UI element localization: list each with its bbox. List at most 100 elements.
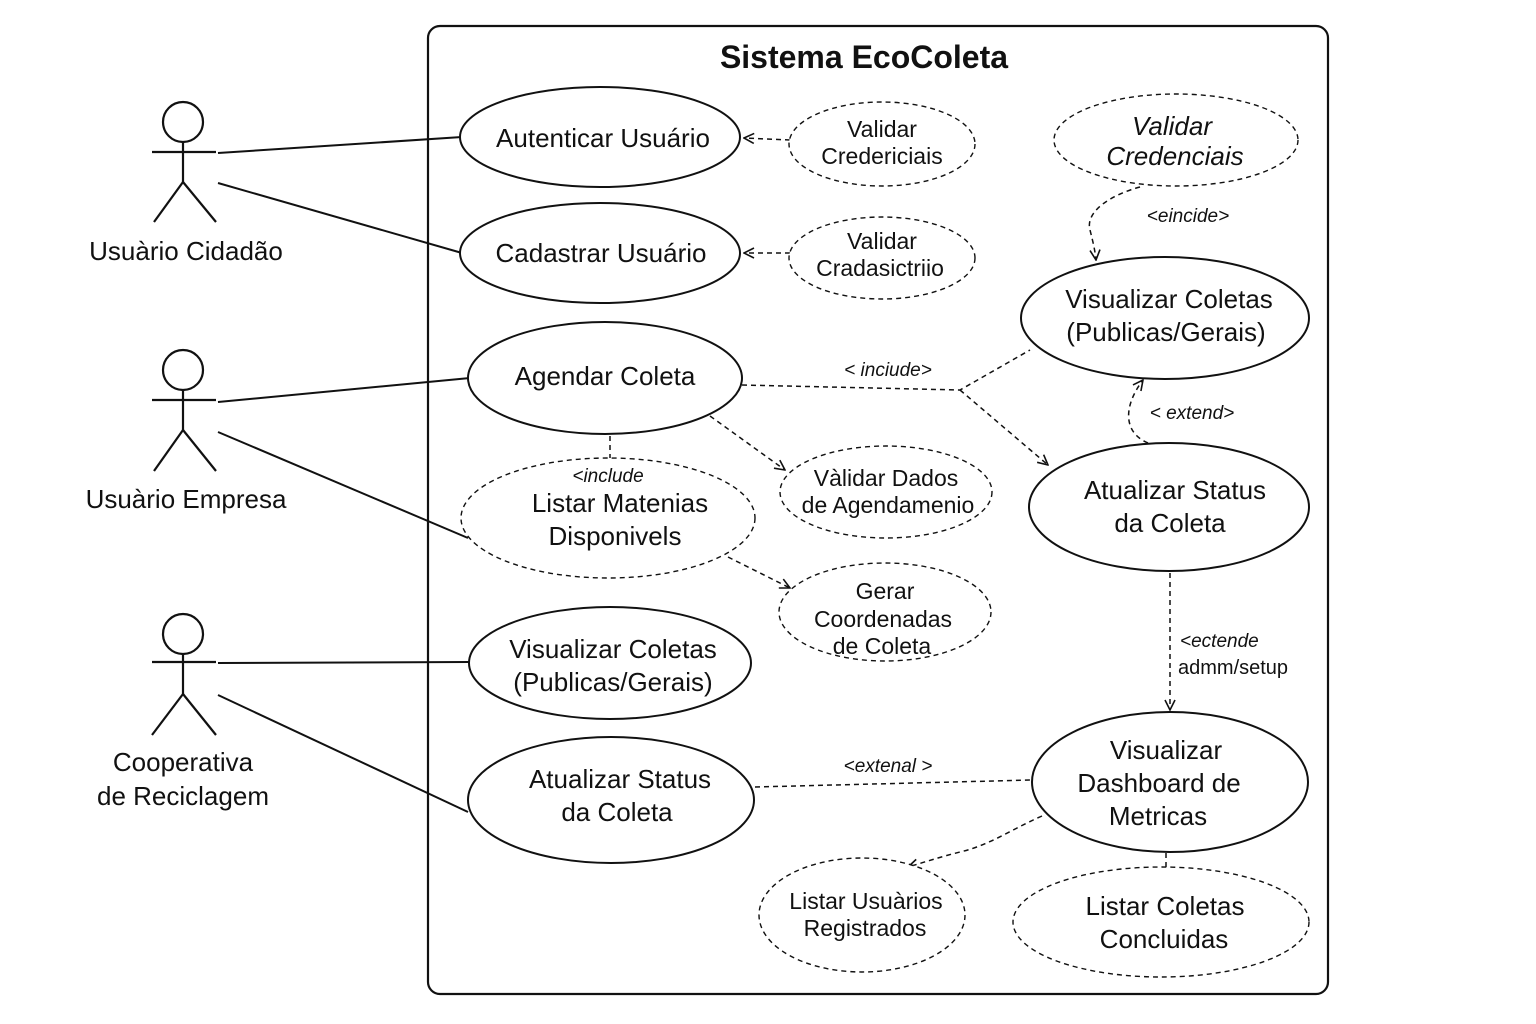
use-case-shape: [779, 445, 993, 539]
actor-head: [161, 612, 205, 656]
use-case-label: Agendar Coleta: [515, 361, 696, 391]
use-case-cadastrar-usuario[interactable]: Cadastrar Usuário: [459, 202, 741, 304]
include-arrow-agendar-to-validar-dados: [709, 415, 785, 470]
stereotype-extend-right: < extend>: [1150, 403, 1235, 424]
association-cidadao-autenticar: [217, 136, 463, 154]
use-case-atualizar-status-cooperativa[interactable]: Atualizar Status da Coleta: [467, 736, 755, 864]
actor-head: [161, 348, 205, 392]
use-case-visualizar-coletas-cooperativa[interactable]: Visualizar Coletas (Publicas/Gerais): [468, 606, 752, 720]
use-case-label-line2: Credericiais: [821, 143, 942, 169]
use-case-shape: [778, 562, 992, 662]
use-case-autenticar-usuario[interactable]: Autenticar Usuário: [459, 86, 741, 188]
use-case-shape: [758, 857, 966, 973]
actor-label: Usuàrio Cidadão: [89, 236, 283, 266]
use-case-label-line1: Listar Matenias: [532, 488, 708, 518]
use-case-shape: [1028, 442, 1310, 572]
use-case-atualizar-status-right[interactable]: Atualizar Status da Coleta: [1028, 442, 1310, 572]
association-empresa-listar: [217, 431, 469, 539]
use-case-label-line1: Gerar: [856, 578, 915, 604]
include-arrow-dashboard-to-listar-usuarios: [908, 815, 1043, 867]
use-case-label-line1: Visualizar Coletas: [1065, 284, 1273, 314]
use-case-label-line1: Listar Usuàrios: [789, 888, 942, 914]
include-arrow-listar-to-gerar: [727, 556, 790, 588]
use-case-label-line2: (Publicas/Gerais): [1066, 317, 1265, 347]
use-case-listar-coletas-concluidas[interactable]: Listar Coletas Concluidas: [1012, 866, 1310, 978]
include-arrow-validar-credenciais-to-visualizar: [1088, 186, 1141, 260]
note-admm-setup: admm/setup: [1178, 657, 1288, 679]
use-case-label-line2: Credenciais: [1106, 141, 1243, 171]
actor-usuario-empresa[interactable]: Usuàrio Empresa: [86, 348, 287, 514]
use-case-label-line2: Dashboard de: [1077, 768, 1240, 798]
use-case-shape: [459, 86, 741, 188]
use-case-label-line2: Registrados: [804, 915, 927, 941]
stereotype-include-left: <include: [572, 466, 643, 487]
use-case-shape: [788, 216, 976, 300]
use-case-label-line3: Metricas: [1109, 801, 1207, 831]
use-case-shape: [467, 321, 743, 435]
use-case-label-line1: Validar: [847, 228, 917, 254]
use-case-label-line2: de Agendamenio: [802, 492, 975, 518]
use-case-label-line1: Listar Coletas: [1086, 891, 1245, 921]
actor-head: [161, 100, 205, 144]
use-case-validar-credenciais-login[interactable]: Validar Credericiais: [788, 101, 976, 187]
use-case-label-line1: Atualizar Status: [529, 764, 711, 794]
use-case-shape: [459, 202, 741, 304]
use-case-visualizar-coletas-top[interactable]: Visualizar Coletas (Publicas/Gerais): [1020, 256, 1310, 380]
use-case-label-line2: Coordenadas: [814, 606, 952, 632]
use-case-label-line2: da Coleta: [561, 797, 673, 827]
use-case-label-line1: Atualizar Status: [1084, 475, 1266, 505]
actor-left-leg: [151, 693, 184, 736]
association-empresa-agendar: [217, 377, 471, 403]
actor-left-leg: [153, 181, 184, 223]
use-case-label-line2: da Coleta: [1114, 508, 1226, 538]
use-case-validar-cadastro[interactable]: Validar Cradasictriio: [788, 216, 976, 300]
use-case-label-line3: de Coleta: [833, 633, 932, 659]
use-case-shape: [1020, 256, 1310, 380]
use-case-shape: [460, 457, 756, 579]
actor-label-line2: de Reciclagem: [97, 781, 269, 811]
stereotype-extenal: <extenal >: [844, 756, 933, 777]
use-case-shape: [1031, 711, 1309, 853]
use-case-label-line2: Cradasictriio: [816, 255, 944, 281]
use-case-label-line2: Concluidas: [1100, 924, 1229, 954]
actor-cooperativa[interactable]: Cooperativa de Reciclagem: [97, 612, 269, 811]
system-title: Sistema EcoColeta: [720, 39, 1008, 75]
use-case-shape: [467, 736, 755, 864]
use-case-label-line1: Visualizar: [1110, 735, 1223, 765]
use-case-listar-materiais[interactable]: Listar Matenias Disponivels: [460, 457, 756, 579]
association-cooperativa-atualizar: [217, 694, 469, 813]
use-case-validar-dados-agendamento[interactable]: Vàlidar Dados de Agendamenio: [779, 445, 993, 539]
use-case-label-line2: Disponivels: [549, 521, 682, 551]
stereotype-include-top: < inciude>: [844, 360, 932, 381]
use-case-label-line1: Vàlidar Dados: [814, 465, 958, 491]
actor-left-leg: [153, 429, 184, 472]
use-case-shape: [1053, 93, 1299, 187]
use-case-shape: [468, 606, 752, 720]
stereotype-eincide: <eincide>: [1147, 206, 1229, 227]
actor-right-leg: [182, 181, 217, 223]
stereotype-ectende: <ectende: [1180, 631, 1259, 652]
use-case-gerar-coordenadas[interactable]: Gerar Coordenadas de Coleta: [778, 562, 992, 662]
use-case-shape: [788, 101, 976, 187]
use-case-label-line1: Validar: [847, 116, 917, 142]
use-case-label-line1: Validar: [1132, 111, 1213, 141]
extend-arrow-atualizar-to-visualizar: [1127, 380, 1149, 444]
use-case-listar-usuarios[interactable]: Listar Usuàrios Registrados: [758, 857, 966, 973]
actor-label: Usuàrio Empresa: [86, 484, 287, 514]
actor-right-leg: [182, 429, 217, 472]
use-case-shape: [1012, 866, 1310, 978]
use-case-visualizar-dashboard[interactable]: Visualizar Dashboard de Metricas: [1031, 711, 1309, 853]
use-case-label-line2: (Publicas/Gerais): [513, 667, 712, 697]
extend-connector-atualizar-to-dashboard: [754, 779, 1033, 788]
include-arrow-agendar-to-atualizar: [959, 389, 1048, 465]
use-case-validar-credenciais-top[interactable]: Validar Credenciais: [1053, 93, 1299, 187]
use-case-label-line1: Visualizar Coletas: [509, 634, 717, 664]
actor-right-leg: [182, 693, 217, 736]
use-case-label: Autenticar Usuário: [496, 123, 710, 153]
actor-usuario-cidadao[interactable]: Usuàrio Cidadão: [89, 100, 283, 266]
use-case-label: Cadastrar Usuário: [496, 238, 707, 268]
actor-label-line1: Cooperativa: [113, 747, 254, 777]
use-case-agendar-coleta[interactable]: Agendar Coleta: [467, 321, 743, 435]
association-cooperativa-visualizar: [217, 661, 470, 664]
